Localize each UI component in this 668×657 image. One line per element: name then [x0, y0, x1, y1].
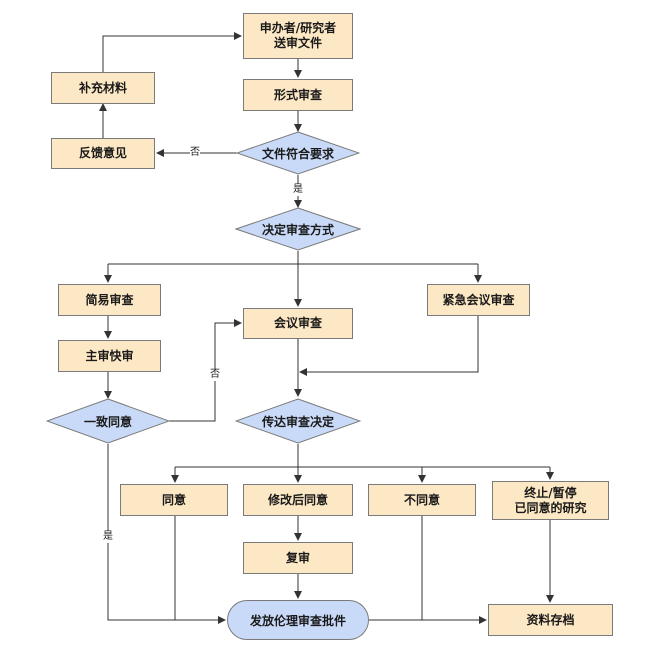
node-formal-review: 形式审查 [243, 79, 353, 111]
decision-label: 文件符合要求 [261, 146, 334, 161]
decision-label: 决定审查方式 [261, 222, 334, 237]
decision-convey: 传达审查决定 [235, 398, 361, 444]
node-archive: 资料存档 [488, 604, 613, 636]
node-disapprove: 不同意 [368, 484, 476, 516]
node-modify-approve: 修改后同意 [243, 484, 353, 516]
decision-review-method: 决定审查方式 [235, 207, 361, 251]
decision-label: 一致同意 [83, 414, 132, 429]
edge-label-yes: 是 [103, 531, 113, 543]
edge-label-no: 否 [190, 147, 200, 159]
decision-doc-check: 文件符合要求 [236, 131, 360, 175]
node-rereview: 复审 [243, 542, 353, 574]
node-simple-review: 简易审查 [58, 284, 161, 316]
node-lead-quick-review: 主审快审 [58, 340, 161, 372]
node-terminate: 终止/暂停 已同意的研究 [492, 481, 609, 520]
node-submit: 申办者/研究者 送审文件 [243, 13, 353, 59]
node-approve: 同意 [120, 484, 228, 516]
decision-label: 传达审查决定 [261, 414, 334, 429]
node-supplement: 补充材料 [51, 72, 155, 104]
edge-label-no: 否 [210, 369, 220, 381]
node-feedback: 反馈意见 [51, 138, 155, 169]
node-meeting-review: 会议审查 [243, 308, 353, 339]
node-urgent-review: 紧急会议审查 [427, 284, 530, 316]
decision-consensus: 一致同意 [46, 398, 170, 444]
node-issue-approval: 发放伦理审查批件 [227, 600, 369, 640]
edge-label-yes: 是 [293, 184, 303, 196]
